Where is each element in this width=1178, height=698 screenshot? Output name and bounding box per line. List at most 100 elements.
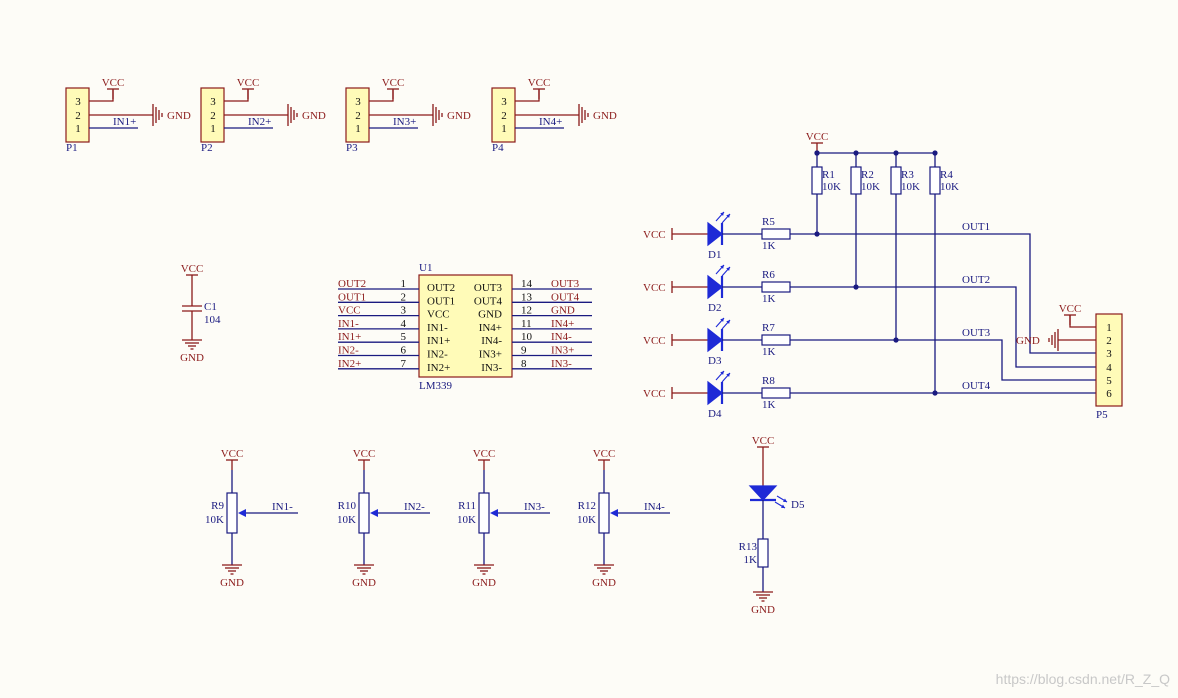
- pin-name: IN3-: [481, 362, 502, 374]
- pin-number: 6: [1106, 388, 1112, 400]
- net-label: IN1-: [272, 501, 293, 513]
- ref-designator: D5: [791, 499, 805, 511]
- vcc-label: VCC: [593, 448, 616, 460]
- pin-number: 4: [1106, 362, 1112, 374]
- ref-designator: D2: [708, 302, 721, 314]
- net-label: IN2+: [248, 116, 271, 128]
- wiper-arrow-icon: [238, 509, 246, 517]
- ref-designator: P2: [201, 142, 213, 154]
- ref-designator: R6: [762, 269, 775, 281]
- pin-number: 14: [521, 278, 533, 290]
- net-label: IN3-: [551, 358, 572, 370]
- pin-number: 2: [1106, 335, 1112, 347]
- resistor-body: [598, 492, 610, 534]
- wiper-arrow-icon: [490, 509, 498, 517]
- gnd-label: GND: [472, 577, 496, 589]
- resistor-body: [850, 166, 862, 195]
- pin-name: IN3+: [479, 349, 502, 361]
- net-label: OUT2: [338, 278, 366, 290]
- pin-number: 7: [401, 358, 407, 370]
- pin-number: 11: [521, 318, 532, 330]
- ic-body: [418, 274, 513, 378]
- part-value: 1K: [744, 554, 758, 566]
- gnd-label: GND: [352, 577, 376, 589]
- vcc-label: VCC: [473, 448, 496, 460]
- resistor-body: [929, 166, 941, 195]
- pin-number: 1: [501, 123, 507, 135]
- pin-name: VCC: [427, 309, 450, 321]
- part-name: LM339: [419, 380, 453, 392]
- gnd-label: GND: [592, 577, 616, 589]
- ref-designator: R13: [739, 541, 758, 553]
- net-label: IN3+: [551, 345, 574, 357]
- pin-number: 3: [355, 96, 361, 108]
- ref-designator: R5: [762, 216, 775, 228]
- net-label: IN4-: [644, 501, 665, 513]
- resistor-body: [478, 492, 490, 534]
- ref-designator: R9: [211, 500, 224, 512]
- net-label: IN4+: [551, 318, 574, 330]
- output-stage: VCCR110KR210KR310KR410KVCCD1R51KOUT1VCCD…: [643, 131, 1123, 421]
- ref-designator: R2: [861, 169, 874, 181]
- gnd-label: GND: [1016, 335, 1040, 347]
- net-label: IN1-: [338, 318, 359, 330]
- vcc-label: VCC: [643, 229, 666, 241]
- pin-number: 13: [521, 291, 533, 303]
- ref-designator: D3: [708, 355, 722, 367]
- pin-number: 3: [75, 96, 81, 108]
- watermark: https://blog.csdn.net/R_Z_Q: [996, 671, 1170, 687]
- wiper-arrow-icon: [610, 509, 618, 517]
- wiper-arrow-icon: [370, 509, 378, 517]
- net-label: OUT3: [551, 278, 580, 290]
- ref-designator: C1: [204, 301, 217, 313]
- vcc-label: VCC: [643, 388, 666, 400]
- ref-designator: R10: [338, 500, 357, 512]
- vcc-label: VCC: [752, 435, 775, 447]
- pin-number: 8: [521, 358, 527, 370]
- pin-name: OUT1: [427, 295, 455, 307]
- pin-number: 3: [210, 96, 216, 108]
- ref-designator: P5: [1096, 409, 1108, 421]
- pin-number: 4: [401, 318, 407, 330]
- vcc-label: VCC: [102, 77, 125, 89]
- gnd-label: GND: [302, 110, 326, 122]
- gnd-label: GND: [180, 352, 204, 364]
- part-value: 1K: [762, 399, 776, 411]
- ref-designator: D4: [708, 408, 722, 420]
- net-label: IN1+: [338, 331, 361, 343]
- pin-number: 2: [210, 110, 216, 122]
- resistor-body: [761, 334, 791, 346]
- net-label: IN2-: [338, 345, 359, 357]
- pin-name: IN1-: [427, 322, 448, 334]
- resistor-body: [811, 166, 823, 195]
- pin-name: IN2+: [427, 362, 450, 374]
- ref-designator: R4: [940, 169, 953, 181]
- resistor-body: [226, 492, 238, 534]
- pin-number: 1: [401, 278, 407, 290]
- part-value: 10K: [337, 514, 356, 526]
- vcc-label: VCC: [643, 335, 666, 347]
- net-label: OUT4: [962, 380, 991, 392]
- net-label: IN2-: [404, 501, 425, 513]
- gnd-label: GND: [447, 110, 471, 122]
- ref-designator: D1: [708, 249, 721, 261]
- pin-number: 1: [75, 123, 81, 135]
- net-label: IN3+: [393, 116, 416, 128]
- pin-name: OUT4: [474, 295, 503, 307]
- net-label: VCC: [338, 305, 361, 317]
- part-value: 10K: [861, 181, 880, 193]
- part-value: 10K: [901, 181, 920, 193]
- pin-number: 10: [521, 331, 533, 343]
- part-value: 10K: [457, 514, 476, 526]
- part-value: 10K: [940, 181, 959, 193]
- led-icon: [707, 274, 723, 300]
- ref-designator: P3: [346, 142, 358, 154]
